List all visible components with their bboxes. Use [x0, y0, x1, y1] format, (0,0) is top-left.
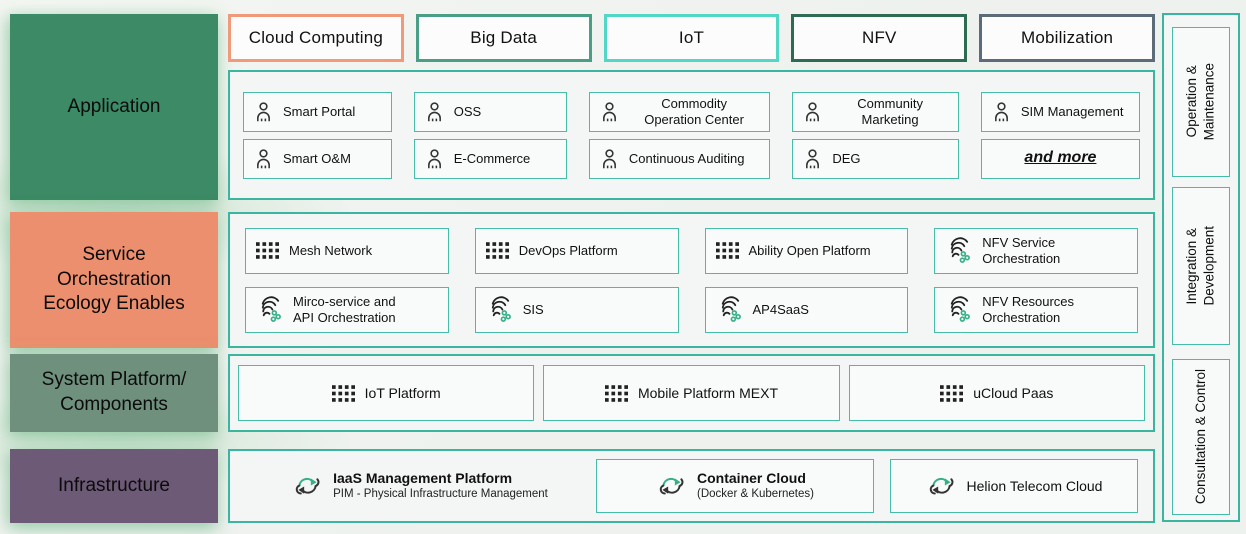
svc-item-ap4saas: AP4SaaS	[704, 286, 909, 333]
infrastructure-panel: IaaS Management Platform PIM - Physical …	[228, 449, 1155, 523]
inf-item-label: IaaS Management Platform	[333, 470, 513, 487]
app-item-and-more: and more	[980, 138, 1140, 179]
rail-item-label: Operation & Maintenance	[1184, 63, 1217, 141]
app-item-sim-management: SIM Management	[980, 91, 1140, 132]
orchestration-icon	[716, 296, 743, 323]
layer-label-application: Application	[10, 14, 218, 200]
rail-item-consultation-control: Consultation & Control	[1172, 359, 1230, 515]
orchestration-icon	[945, 296, 972, 323]
layer-label-system-platform: System Platform/ Components	[10, 354, 218, 432]
app-item-oss: OSS	[413, 91, 567, 132]
category-row: Cloud Computing Big Data IoT NFV Mobiliz…	[228, 14, 1155, 62]
svc-item-nfv-service-orchestration: NFV Service Orchestration	[934, 227, 1138, 274]
svc-item-nfv-resources-orchestration: NFV Resources Orchestration	[934, 286, 1138, 333]
user-icon	[254, 148, 273, 169]
inf-item-container-cloud: Container Cloud (Docker & Kubernetes)	[596, 459, 874, 513]
user-icon	[425, 101, 444, 122]
svc-item-label: Mesh Network	[289, 242, 373, 258]
app-item-label: DEG	[832, 150, 861, 166]
sys-item-ucloud-paas: uCloud Paas	[848, 365, 1145, 421]
svc-item-label: NFV Resources Orchestration	[982, 294, 1074, 325]
inf-item-iaas-management-platform: IaaS Management Platform PIM - Physical …	[260, 459, 580, 513]
app-item-label: and more	[1024, 149, 1097, 167]
cloud-sync-icon	[656, 475, 687, 498]
application-panel: Smart Portal OSS Commodity Operation Cen…	[228, 70, 1155, 200]
orchestration-icon	[256, 296, 283, 323]
category-mobilization: Mobilization	[979, 14, 1155, 62]
rail-item-operation-maintenance: Operation & Maintenance	[1172, 27, 1230, 177]
layer-label-infrastructure: Infrastructure	[10, 449, 218, 523]
app-item-continuous-auditing: Continuous Auditing	[588, 138, 771, 179]
sys-item-label: IoT Platform	[364, 384, 441, 401]
app-item-label: OSS	[453, 103, 482, 119]
app-item-commodity-operation-center: Commodity Operation Center	[588, 91, 771, 132]
app-item-deg: DEG	[792, 138, 959, 179]
cloud-sync-icon	[292, 475, 323, 498]
user-icon	[254, 101, 273, 122]
service-orchestration-panel: Mesh Network DevOps Platform Ability Ope…	[228, 212, 1155, 348]
user-icon	[992, 101, 1011, 122]
svc-item-devops-platform: DevOps Platform	[474, 227, 679, 274]
svc-item-sis: SIS	[474, 286, 679, 333]
cloud-sync-icon	[926, 475, 957, 498]
app-item-label: SIM Management	[1020, 103, 1124, 119]
app-item-smart-oandm: Smart O&M	[243, 138, 392, 179]
right-rail: Operation & Maintenance Integration & De…	[1162, 13, 1240, 522]
user-icon	[600, 101, 619, 122]
app-item-community-marketing: Community Marketing	[792, 91, 959, 132]
sys-item-label: Mobile Platform MEXT	[637, 384, 779, 401]
app-item-smart-portal: Smart Portal	[243, 91, 392, 132]
grid-icon	[940, 385, 963, 402]
sys-item-mobile-platform-mext: Mobile Platform MEXT	[543, 365, 840, 421]
category-big-data: Big Data	[415, 14, 592, 62]
layer-label-service-orchestration: Service Orchestration Ecology Enables	[10, 212, 218, 348]
sys-item-iot-platform: IoT Platform	[238, 365, 535, 421]
svc-item-label: AP4SaaS	[752, 301, 809, 317]
svc-item-label: Mirco-service and API Orchestration	[293, 294, 396, 325]
rail-item-label: Consultation & Control	[1193, 369, 1209, 505]
svc-item-mesh-network: Mesh Network	[245, 227, 449, 274]
inf-item-label: Helion Telecom Cloud	[966, 477, 1103, 494]
orchestration-icon	[486, 296, 513, 323]
grid-icon	[332, 385, 355, 402]
rail-item-label: Integration & Development	[1184, 226, 1217, 306]
svc-item-label: Ability Open Platform	[748, 242, 871, 258]
svc-item-label: NFV Service Orchestration	[982, 235, 1061, 266]
svc-item-label: DevOps Platform	[518, 242, 618, 258]
user-icon	[600, 148, 619, 169]
inf-item-sublabel: (Docker & Kubernetes)	[697, 487, 814, 500]
app-item-label: Smart Portal	[283, 103, 356, 119]
app-item-label: Smart O&M	[283, 150, 351, 166]
category-nfv: NFV	[791, 14, 968, 62]
inf-item-text: Container Cloud (Docker & Kubernetes)	[697, 470, 814, 501]
user-icon	[803, 148, 822, 169]
grid-icon	[256, 242, 279, 259]
svc-item-micro-service-api-orchestration: Mirco-service and API Orchestration	[245, 286, 449, 333]
inf-item-text: IaaS Management Platform PIM - Physical …	[333, 470, 548, 501]
sys-item-label: uCloud Paas	[973, 384, 1054, 401]
inf-item-helion-telecom-cloud: Helion Telecom Cloud	[890, 459, 1138, 513]
grid-icon	[605, 385, 628, 402]
app-item-label: E-Commerce	[453, 150, 531, 166]
orchestration-icon	[945, 237, 972, 264]
svc-item-label: SIS	[522, 301, 544, 317]
app-item-label: Continuous Auditing	[628, 150, 745, 166]
app-item-e-commerce: E-Commerce	[413, 138, 567, 179]
app-item-label: Community Marketing	[857, 96, 923, 127]
grid-icon	[716, 242, 739, 259]
inf-item-sublabel: PIM - Physical Infrastructure Management	[333, 487, 548, 500]
system-platform-panel: IoT Platform Mobile Platform MEXT uCloud…	[228, 354, 1155, 432]
app-item-label: Commodity Operation Center	[644, 96, 744, 127]
category-cloud-computing: Cloud Computing	[228, 14, 404, 62]
inf-item-label: Container Cloud	[697, 470, 806, 487]
category-iot: IoT	[603, 14, 780, 62]
svc-item-ability-open-platform: Ability Open Platform	[704, 227, 909, 274]
rail-item-integration-development: Integration & Development	[1172, 187, 1230, 345]
user-icon	[803, 101, 822, 122]
user-icon	[425, 148, 444, 169]
grid-icon	[486, 242, 509, 259]
